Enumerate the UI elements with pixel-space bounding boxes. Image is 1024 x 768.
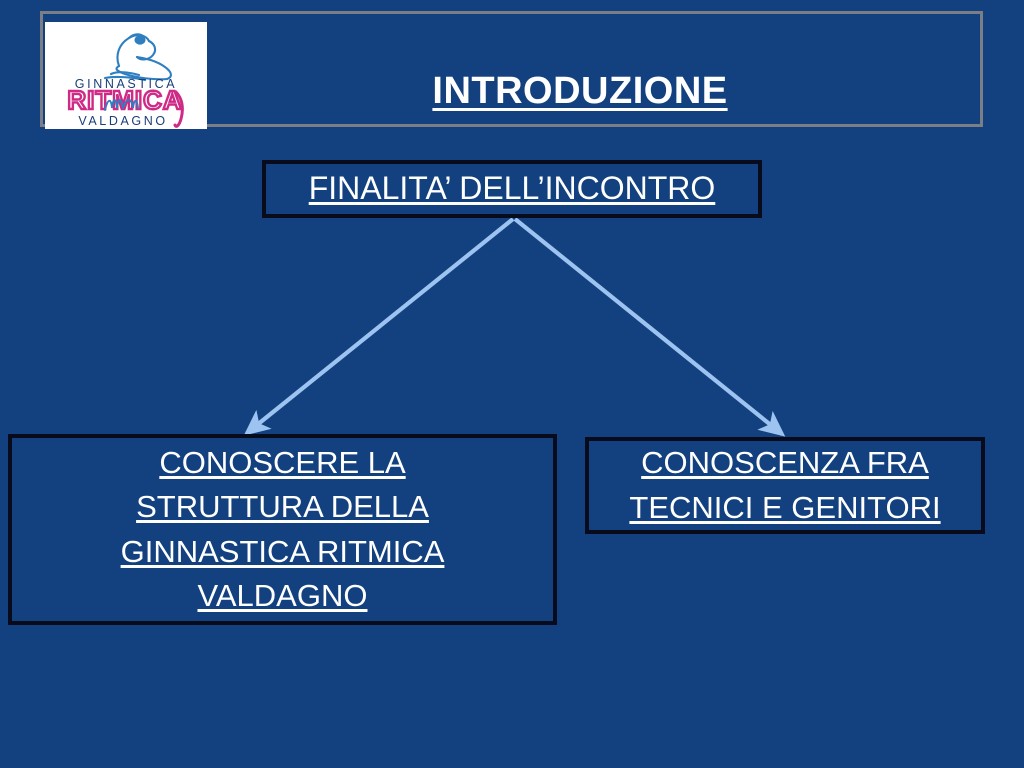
node-label-conoscere-struttura: CONOSCERE LA STRUTTURA DELLA GINNASTICA … xyxy=(121,441,445,617)
arrow-to-left-node xyxy=(243,217,515,436)
node-label-finalita: FINALITA’ DELL’INCONTRO xyxy=(309,166,716,211)
node-box-finalita[interactable]: FINALITA’ DELL’INCONTRO xyxy=(262,160,762,218)
ginnastica-ritmica-valdagno-logo-icon: GINNASTICA RITMICA VALDAGNO xyxy=(45,22,207,129)
node-line: FINALITA’ DELL’INCONTRO xyxy=(308,170,716,207)
node-line: TECNICI E GENITORI xyxy=(629,489,941,525)
svg-text:GINNASTICA: GINNASTICA xyxy=(75,77,177,91)
arrow-to-right-node xyxy=(513,217,786,437)
node-box-conoscere-struttura[interactable]: CONOSCERE LA STRUTTURA DELLA GINNASTICA … xyxy=(8,434,557,625)
node-line: STRUTTURA DELLA xyxy=(136,489,429,525)
page-title: INTRODUZIONE xyxy=(432,70,728,112)
node-label-conoscenza-tecnici-genitori: CONOSCENZA FRA TECNICI E GENITORI xyxy=(629,441,940,529)
svg-text:RITMICA: RITMICA xyxy=(67,85,182,115)
header-frame xyxy=(40,11,983,127)
node-line: VALDAGNO xyxy=(197,577,368,613)
node-line: GINNASTICA RITMICA xyxy=(120,533,445,569)
node-line: CONOSCERE LA xyxy=(159,445,406,481)
node-box-conoscenza-tecnici-genitori[interactable]: CONOSCENZA FRA TECNICI E GENITORI xyxy=(585,437,985,534)
club-logo: GINNASTICA RITMICA VALDAGNO xyxy=(45,22,207,129)
svg-text:VALDAGNO: VALDAGNO xyxy=(78,114,167,128)
node-line: CONOSCENZA FRA xyxy=(641,445,929,481)
